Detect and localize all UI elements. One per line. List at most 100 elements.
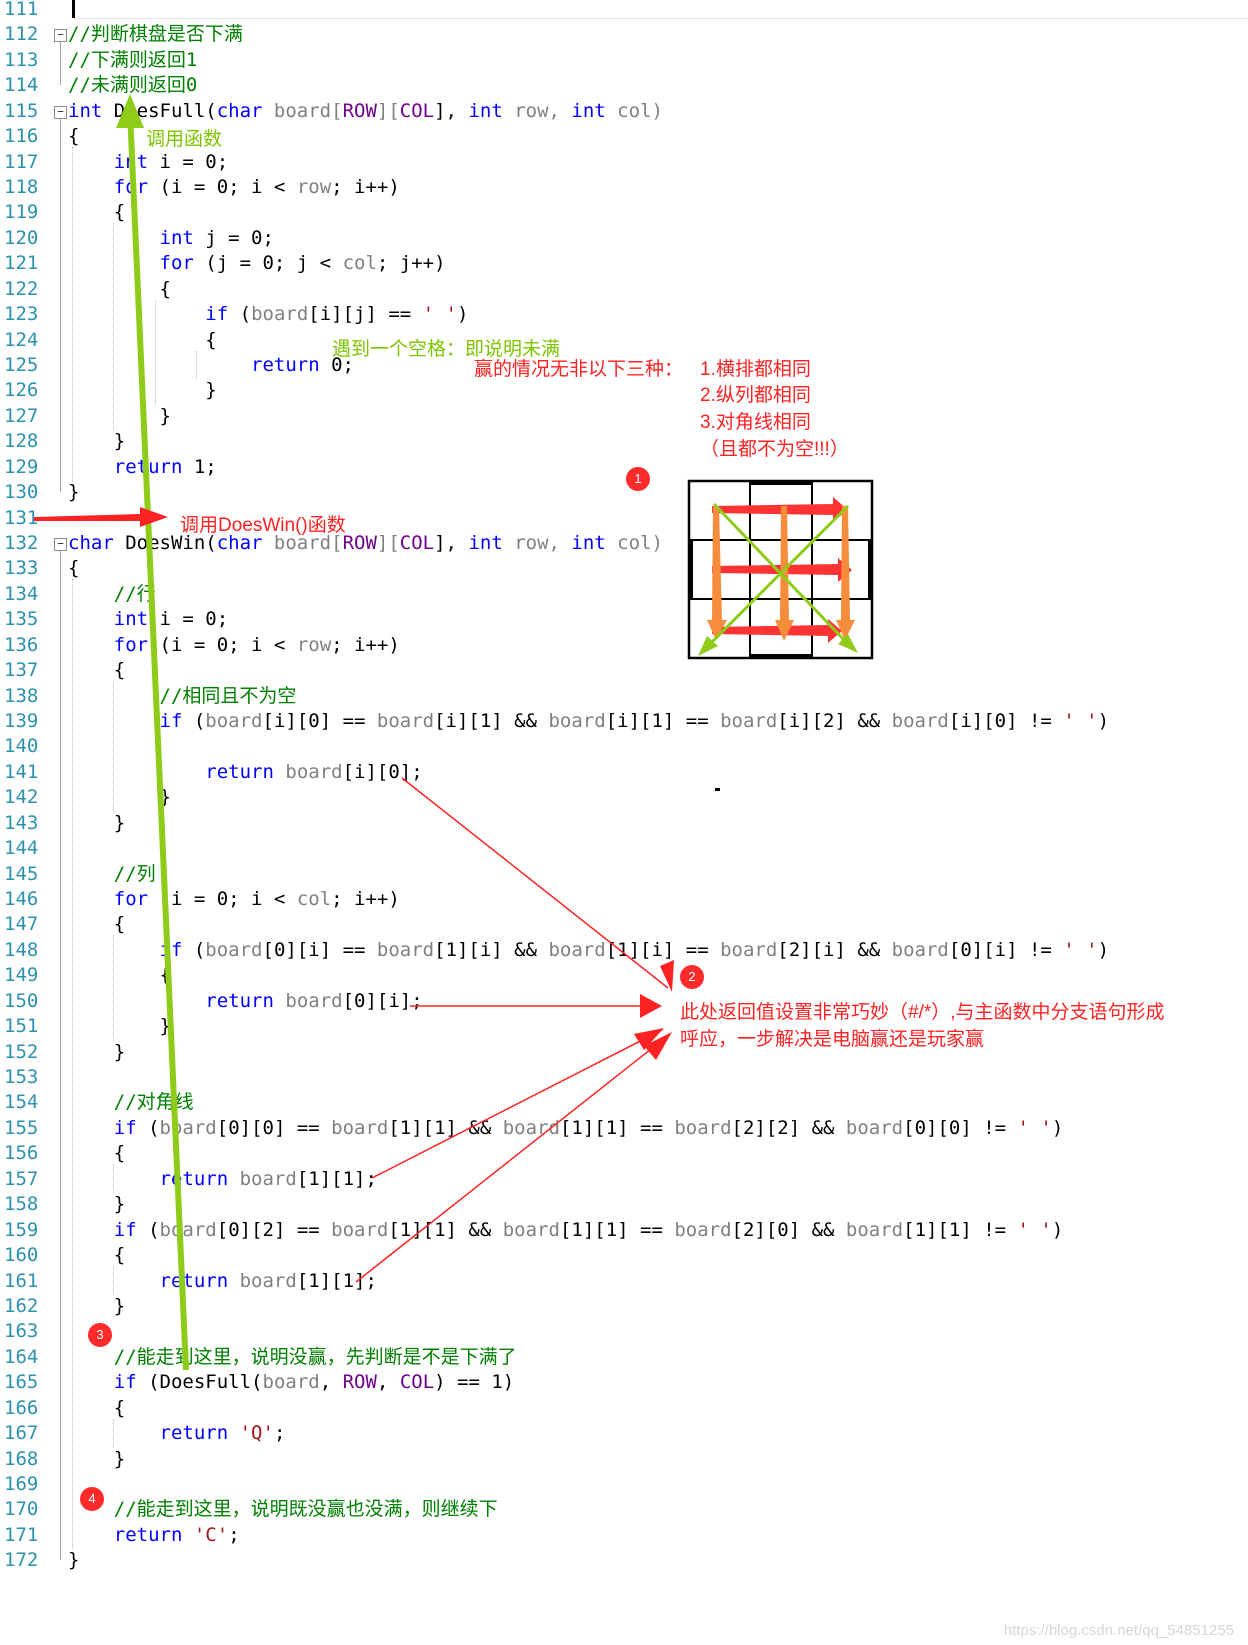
code-line[interactable]: //下满则返回1 bbox=[68, 47, 197, 74]
code-token: if bbox=[113, 1218, 137, 1241]
code-line[interactable]: return 'Q'; bbox=[68, 1420, 286, 1447]
code-token: ) bbox=[1097, 710, 1110, 733]
indent-guide bbox=[113, 1164, 114, 1194]
code-token: ROW bbox=[342, 532, 377, 555]
code-token: ; i++) bbox=[331, 633, 400, 656]
code-token: //能走到这里，说明没赢，先判断是不是下满了 bbox=[113, 1345, 517, 1368]
annotation-return-note-1: 此处返回值设置非常巧妙（#/*）,与主函数中分支语句形成 bbox=[680, 1002, 1165, 1023]
code-line[interactable]: { bbox=[68, 1242, 125, 1269]
fold-toggle-icon[interactable]: − bbox=[54, 29, 67, 43]
code-line[interactable]: } bbox=[68, 377, 216, 404]
code-token: ], bbox=[434, 532, 469, 555]
code-line[interactable]: //行 bbox=[68, 581, 156, 608]
line-number: 130 bbox=[4, 481, 39, 504]
code-line[interactable]: { bbox=[68, 276, 171, 303]
line-number: 161 bbox=[4, 1269, 39, 1292]
code-token: [i][1] == bbox=[605, 710, 721, 733]
code-line[interactable]: //对角线 bbox=[68, 1089, 194, 1116]
code-line[interactable]: int i = 0; bbox=[68, 149, 228, 176]
code-line[interactable]: return board[0][i]; bbox=[68, 988, 422, 1015]
code-token: [2][2] && bbox=[731, 1116, 846, 1139]
code-line[interactable]: } bbox=[68, 1013, 171, 1040]
code-line[interactable]: } bbox=[68, 428, 125, 455]
code-token: for bbox=[113, 176, 149, 198]
code-token bbox=[274, 761, 285, 783]
line-number: 112 bbox=[4, 23, 39, 46]
code-line[interactable]: //判断棋盘是否下满 bbox=[68, 21, 243, 48]
code-line[interactable]: } bbox=[68, 403, 171, 430]
code-line[interactable]: //能走到这里，说明没赢，先判断是不是下满了 bbox=[68, 1344, 517, 1371]
code-line[interactable]: { bbox=[68, 199, 125, 226]
code-token: { bbox=[68, 277, 171, 300]
code-token: ( bbox=[182, 710, 206, 733]
code-line[interactable]: if (board[i][j] == ' ') bbox=[68, 301, 468, 328]
code-token: ; bbox=[273, 1422, 286, 1445]
code-line[interactable]: char DoesWin(char board[ROW][COL], int r… bbox=[68, 530, 663, 557]
code-token bbox=[68, 1346, 114, 1368]
code-line[interactable]: } bbox=[68, 810, 125, 837]
code-token: row bbox=[296, 633, 332, 656]
code-line[interactable]: } bbox=[68, 479, 79, 506]
code-line[interactable]: for (i = 0; i < row; i++) bbox=[68, 632, 400, 659]
code-line[interactable]: return board[i][0]; bbox=[68, 759, 422, 786]
line-number: 165 bbox=[4, 1371, 39, 1394]
code-line[interactable]: for (i = 0; i < row; i++) bbox=[68, 174, 400, 201]
code-line[interactable]: { bbox=[68, 911, 125, 938]
fold-toggle-icon[interactable]: − bbox=[54, 538, 67, 552]
line-number: 134 bbox=[4, 582, 39, 605]
code-line[interactable]: { bbox=[68, 1140, 125, 1167]
code-line[interactable]: if (board[0][i] == board[1][i] && board[… bbox=[68, 937, 1110, 964]
code-token: [1][1] == bbox=[559, 1218, 675, 1241]
code-token: ], bbox=[434, 99, 469, 122]
line-number: 151 bbox=[4, 1015, 39, 1038]
code-line[interactable]: for (i = 0; i < col; i++) bbox=[68, 886, 400, 913]
code-line[interactable]: { bbox=[68, 1395, 125, 1422]
code-token: [1][i] && bbox=[434, 938, 549, 961]
code-line[interactable]: if (board[0][0] == board[1][1] && board[… bbox=[68, 1115, 1064, 1142]
code-line[interactable]: if (DoesFull(board, ROW, COL) == 1) bbox=[68, 1369, 514, 1396]
code-line[interactable]: } bbox=[68, 1547, 79, 1574]
code-line[interactable]: } bbox=[68, 1446, 125, 1473]
code-line[interactable]: //能走到这里，说明既没赢也没满，则继续下 bbox=[68, 1496, 498, 1523]
code-line[interactable]: return board[1][1]; bbox=[68, 1166, 377, 1193]
code-token: row, bbox=[502, 99, 572, 122]
code-line[interactable]: { bbox=[68, 555, 79, 582]
fold-toggle-icon[interactable]: − bbox=[54, 105, 67, 119]
code-line[interactable]: int i = 0; bbox=[68, 606, 228, 633]
code-line[interactable]: return 1; bbox=[68, 454, 217, 481]
code-line[interactable]: for (j = 0; j < col; j++) bbox=[68, 250, 446, 277]
code-line[interactable]: { bbox=[68, 123, 79, 150]
code-line[interactable]: } bbox=[68, 1191, 125, 1218]
code-line[interactable]: return board[1][1]; bbox=[68, 1268, 377, 1295]
code-token: int bbox=[113, 150, 149, 173]
code-line[interactable]: { bbox=[68, 657, 125, 684]
code-token: board bbox=[376, 710, 435, 733]
line-number: 123 bbox=[4, 303, 39, 326]
code-line[interactable]: if (board[i][0] == board[i][1] && board[… bbox=[68, 708, 1110, 735]
code-line[interactable]: //未满则返回0 bbox=[68, 72, 197, 99]
line-number: 124 bbox=[4, 328, 39, 351]
code-line[interactable]: if (board[0][2] == board[1][1] && board[… bbox=[68, 1217, 1064, 1244]
indent-guide bbox=[113, 935, 114, 1041]
code-line[interactable]: int j = 0; bbox=[68, 225, 274, 252]
code-line[interactable]: { bbox=[68, 962, 171, 989]
code-token: { bbox=[68, 1244, 126, 1267]
code-line[interactable]: //相同且不为空 bbox=[68, 683, 297, 710]
line-number: 164 bbox=[4, 1345, 39, 1368]
code-line[interactable]: } bbox=[68, 784, 171, 811]
line-number: 157 bbox=[4, 1167, 39, 1190]
code-token: ( bbox=[182, 938, 206, 961]
code-token: board bbox=[239, 1167, 297, 1190]
code-line[interactable]: int DoesFull(char board[ROW][COL], int r… bbox=[68, 98, 663, 125]
code-token: { bbox=[68, 557, 80, 580]
code-line[interactable]: //列 bbox=[68, 861, 156, 888]
code-line[interactable]: return 0; bbox=[68, 352, 354, 379]
code-line[interactable]: } bbox=[68, 1293, 125, 1320]
code-token: if bbox=[159, 938, 183, 961]
code-line[interactable]: return 'C'; bbox=[68, 1522, 240, 1549]
code-line[interactable]: } bbox=[68, 1039, 125, 1066]
code-line[interactable]: { bbox=[68, 327, 216, 354]
code-token: [2][0] && bbox=[731, 1218, 846, 1241]
code-token: [1][1]; bbox=[296, 1167, 377, 1190]
